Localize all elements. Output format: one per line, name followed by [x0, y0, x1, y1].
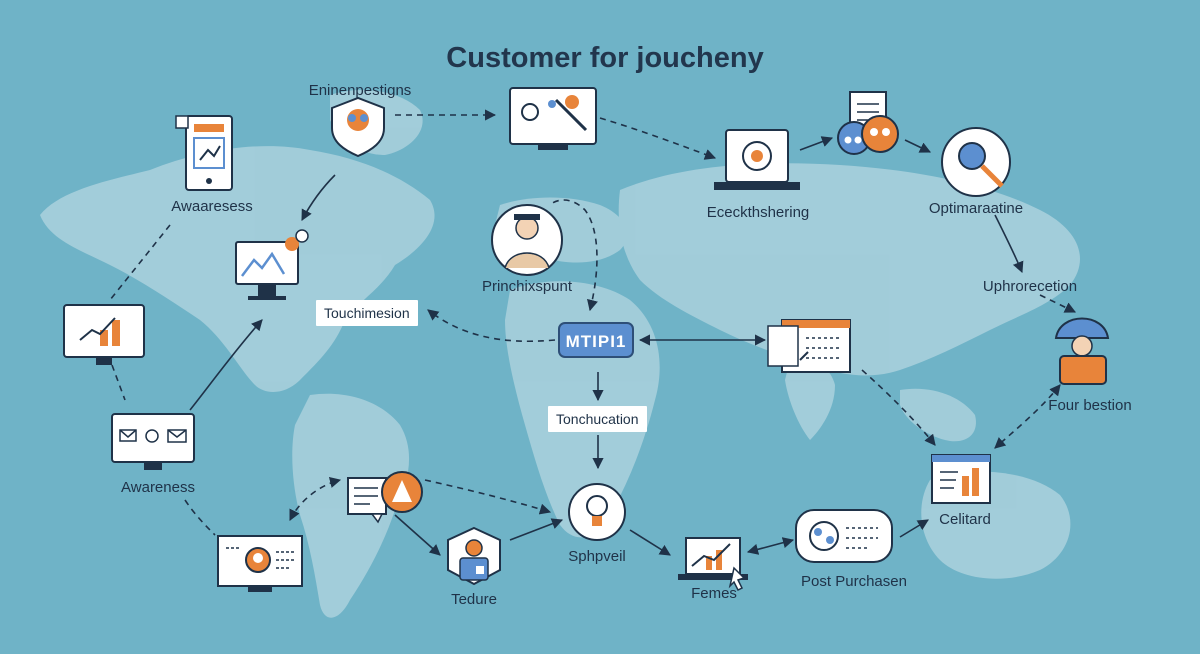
- connector-monitor-left-to-envelope: [111, 364, 126, 401]
- connectors: [109, 109, 1077, 556]
- label-eninenpestigns: Eninenpestigns: [308, 82, 412, 99]
- connector-four-to-celtard: [994, 384, 1061, 449]
- label-checkout: Ececkthshering: [706, 204, 810, 221]
- connector-celtard-to-card: [899, 519, 929, 538]
- person-portrait-icon: [491, 204, 563, 276]
- continent-india: [785, 358, 835, 440]
- label-four-bestion: Four bestion: [1048, 397, 1132, 414]
- connector-laptop-to-people: [799, 136, 834, 151]
- person-umbrella-icon: [1054, 317, 1110, 385]
- label-optimization: Optimaraatine: [928, 200, 1024, 217]
- trend-laptop-icon: [678, 537, 748, 592]
- user-settings-monitor-icon: [217, 535, 303, 592]
- connector-grid-to-celtard: [861, 369, 936, 446]
- box-tonchucation: Tonchucation: [548, 406, 647, 432]
- box-touchimesion: Touchimesion: [316, 300, 418, 326]
- hub-node: MTIPI1: [558, 322, 634, 358]
- connector-shield-to-chart: [301, 174, 336, 221]
- team-clipboard-icon: [837, 91, 899, 155]
- connector-monitor-to-oyec: [289, 477, 342, 522]
- laptop-target-icon: [714, 129, 800, 190]
- connector-awareness-to-monitor: [184, 499, 216, 536]
- connector-computer-to-laptop: [599, 117, 717, 160]
- label-awareness-left: Awareness: [121, 479, 195, 496]
- continent-asia: [618, 163, 1080, 376]
- label-tedure: Tedure: [451, 591, 497, 608]
- connector-tedure-to-bulb: [509, 518, 564, 541]
- computer-gear-icon: [509, 87, 597, 150]
- connector-principal-to-hub: [549, 199, 598, 312]
- label-uphroreception: Uphrorecetion: [982, 278, 1078, 295]
- continent-southeast-asia: [900, 388, 976, 442]
- diagram-title: Customer for joucheny: [446, 42, 764, 74]
- connector-oyec-to-bulb: [424, 479, 552, 515]
- label-awareness-top: Awaaresess: [171, 198, 253, 215]
- monitor-bar-chart-icon: [63, 304, 145, 365]
- connector-card-to-chart: [746, 537, 795, 555]
- chat-alert-icon: [347, 471, 423, 524]
- light-bulb-icon: [568, 483, 626, 541]
- grid-panel-icon: [767, 319, 851, 373]
- label-celtard: Celitard: [939, 511, 991, 528]
- email-monitor-icon: [111, 413, 195, 470]
- shield-icon: [331, 96, 385, 158]
- label-post-purchase: Post Purchasen: [801, 573, 907, 590]
- connector-bulb-to-chart: [629, 529, 671, 556]
- monitor-chart-icon: [235, 229, 309, 300]
- label-femes: Femes: [691, 585, 737, 602]
- payment-card-icon: [795, 509, 893, 563]
- document-phone-icon: [175, 115, 233, 191]
- label-principal: Princhixspunt: [481, 278, 573, 295]
- connector-envelope-to-chart: [189, 319, 263, 411]
- dashboard-chart-icon: [931, 454, 991, 504]
- connector-search-to-uphro: [994, 214, 1024, 274]
- connector-oyec-to-tedure: [394, 514, 441, 556]
- connector-awareness-to-leftmonitor: [109, 224, 171, 301]
- connector-people-to-search: [904, 139, 932, 153]
- person-hexagon-icon: [447, 526, 501, 586]
- label-sphpveil: Sphpveil: [568, 548, 626, 565]
- connector-uphro-to-four: [1039, 294, 1077, 313]
- magnifier-icon: [941, 127, 1011, 197]
